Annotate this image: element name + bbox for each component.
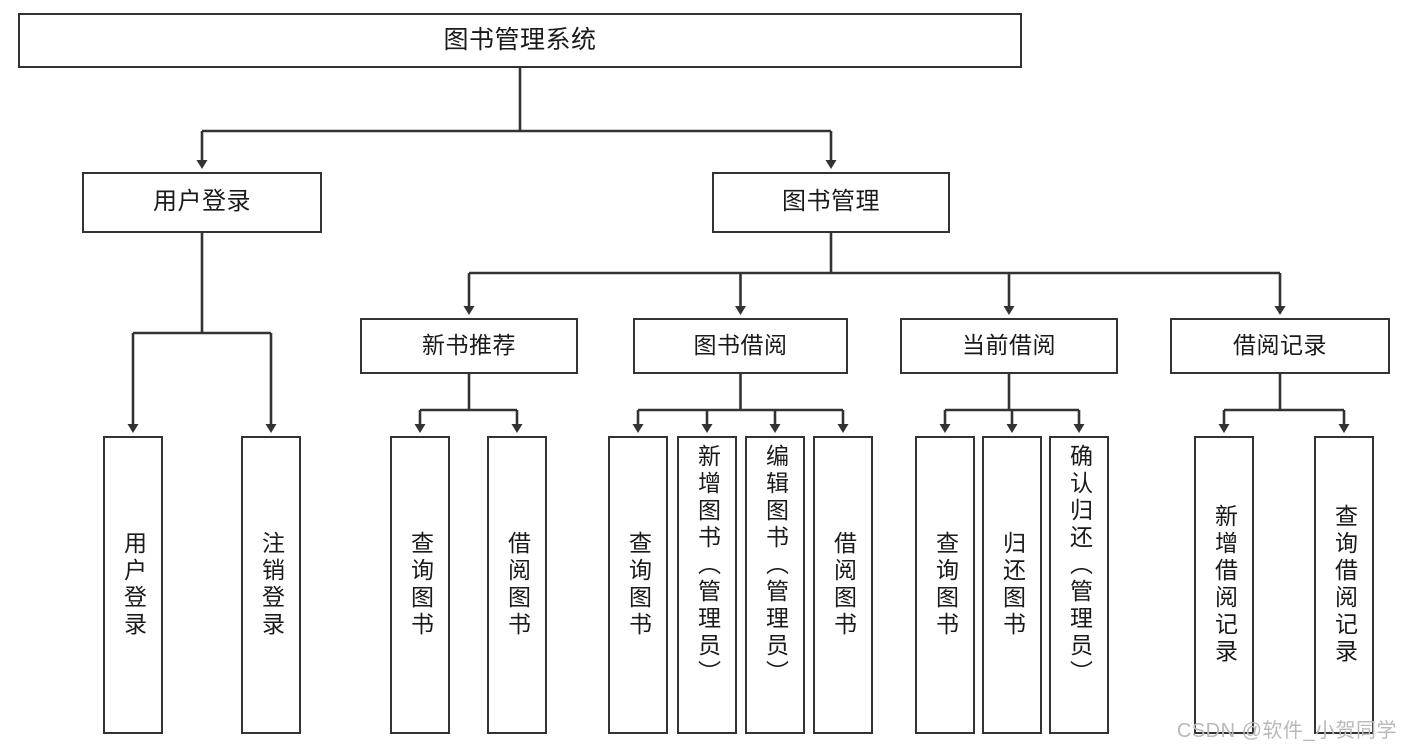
node-leaf-query-book-recommend-label: 查询图书 <box>407 531 434 639</box>
node-new-book-recommend[interactable]: 新书推荐 <box>360 318 578 374</box>
node-leaf-return-book-label: 归还图书 <box>999 531 1026 639</box>
node-leaf-borrow-book[interactable]: 借阅图书 <box>813 436 873 734</box>
node-leaf-query-book-borrow[interactable]: 查询图书 <box>608 436 668 734</box>
node-leaf-query-book-current-label: 查询图书 <box>932 531 959 639</box>
node-new-book-recommend-label: 新书推荐 <box>422 332 516 359</box>
node-leaf-add-borrow-record[interactable]: 新增借阅记录 <box>1194 436 1254 734</box>
node-root[interactable]: 图书管理系统 <box>18 13 1022 68</box>
node-borrow-record-label: 借阅记录 <box>1233 332 1327 359</box>
node-user-login[interactable]: 用户登录 <box>82 172 322 233</box>
node-leaf-return-book[interactable]: 归还图书 <box>982 436 1042 734</box>
node-leaf-edit-book-admin[interactable]: 编辑图书（管理员） <box>745 436 805 734</box>
node-leaf-query-book-recommend[interactable]: 查询图书 <box>390 436 450 734</box>
watermark: CSDN @软件_小贺同学 <box>1176 720 1397 742</box>
node-leaf-edit-book-admin-label: 编辑图书（管理员） <box>762 444 789 687</box>
node-book-borrow[interactable]: 图书借阅 <box>633 318 848 374</box>
node-leaf-add-book-admin-label: 新增图书（管理员） <box>694 444 721 687</box>
node-book-manage-label: 图书管理 <box>782 188 880 216</box>
node-root-label: 图书管理系统 <box>443 25 597 54</box>
node-leaf-query-borrow-record-label: 查询借阅记录 <box>1331 504 1358 666</box>
node-current-borrow[interactable]: 当前借阅 <box>900 318 1118 374</box>
node-current-borrow-label: 当前借阅 <box>962 332 1056 359</box>
node-book-borrow-label: 图书借阅 <box>693 332 788 359</box>
node-leaf-user-logout-label: 注销登录 <box>258 531 285 639</box>
node-leaf-add-borrow-record-label: 新增借阅记录 <box>1211 504 1238 666</box>
node-leaf-confirm-return-admin[interactable]: 确认归还（管理员） <box>1049 436 1109 734</box>
node-book-manage[interactable]: 图书管理 <box>712 172 950 233</box>
node-leaf-add-book-admin[interactable]: 新增图书（管理员） <box>677 436 737 734</box>
node-leaf-borrow-book-recommend-label: 借阅图书 <box>504 531 531 639</box>
node-user-login-label: 用户登录 <box>153 188 251 216</box>
node-leaf-user-login[interactable]: 用户登录 <box>103 436 163 734</box>
node-leaf-query-book-current[interactable]: 查询图书 <box>915 436 975 734</box>
node-leaf-query-book-borrow-label: 查询图书 <box>625 531 652 639</box>
node-leaf-confirm-return-admin-label: 确认归还（管理员） <box>1066 444 1093 687</box>
node-leaf-query-borrow-record[interactable]: 查询借阅记录 <box>1314 436 1374 734</box>
node-leaf-borrow-book-recommend[interactable]: 借阅图书 <box>487 436 547 734</box>
node-leaf-borrow-book-label: 借阅图书 <box>830 531 857 639</box>
node-leaf-user-logout[interactable]: 注销登录 <box>241 436 301 734</box>
node-borrow-record[interactable]: 借阅记录 <box>1170 318 1390 374</box>
node-leaf-user-login-label: 用户登录 <box>120 531 147 639</box>
